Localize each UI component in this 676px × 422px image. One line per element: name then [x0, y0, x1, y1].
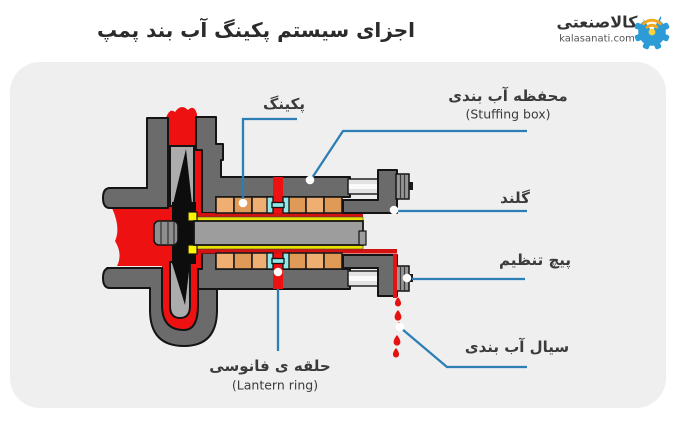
logo-domain-text: kalasanati.com	[559, 33, 635, 45]
sleeve-key-marks	[187, 211, 198, 255]
logo-brand-text: کالاصنعتی	[556, 12, 638, 32]
label-adjusting-screw: پیچ تنظیم	[498, 251, 572, 269]
label-gland: گلند	[500, 189, 530, 207]
impeller-nut	[153, 220, 179, 246]
packing-rings	[215, 196, 343, 270]
gear-wifi-logo-icon	[634, 8, 670, 50]
label-lantern-ring-en: (Lantern ring)	[231, 377, 319, 393]
pump-shaft	[193, 220, 367, 246]
gear-icon	[634, 8, 670, 50]
label-lantern-ring-fa: حلقه ی فانوسی	[209, 357, 331, 375]
page-title: اجزای سیستم پکینگ آب بند پمپ	[97, 18, 415, 42]
adjusting-nuts	[395, 173, 413, 292]
leader-dots	[238, 175, 412, 332]
wifi-waves-icon	[642, 18, 662, 29]
shaft-fluid-film	[194, 213, 397, 254]
lantern-ring	[266, 196, 290, 270]
label-packing: پکینگ	[263, 95, 305, 113]
label-sealing-fluid: سیال آب بندی	[464, 338, 570, 356]
leader-lines	[241, 117, 527, 369]
label-stuffing-box-en: (Stuffing box)	[465, 106, 551, 122]
gland-follower	[342, 169, 398, 297]
label-stuffing-box-fa: محفظه آب بندی	[448, 87, 568, 105]
impeller	[172, 149, 196, 305]
